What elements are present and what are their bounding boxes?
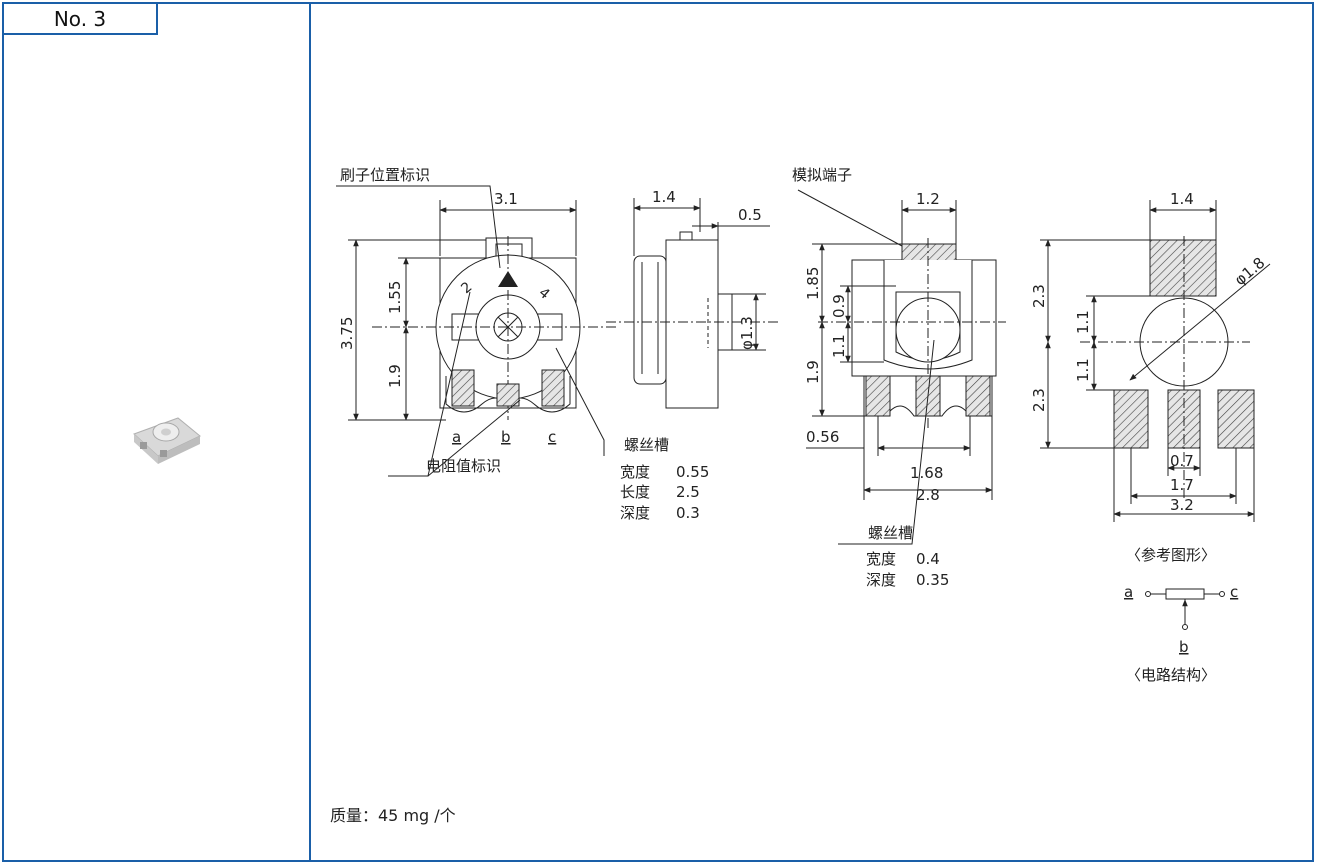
resistance-mark-label: 电阻值标识 — [426, 457, 501, 475]
front-view — [336, 185, 616, 477]
item-number: No. 3 — [4, 4, 158, 35]
screw-slot-1-length-value: 2.5 — [676, 483, 700, 501]
dim-pad-pitch: 1.7 — [1170, 476, 1194, 494]
dim-side-diameter: φ1.3 — [738, 316, 756, 350]
dim-bottom-width: 2.8 — [916, 486, 940, 504]
column-divider — [309, 2, 311, 862]
dim-pad-total: 3.2 — [1170, 496, 1194, 514]
screw-slot-1-width-label: 宽度 — [620, 463, 650, 481]
circuit-structure-caption: 〈电路结构〉 — [1126, 666, 1216, 684]
bottom-view — [797, 189, 1006, 545]
screw-slot-1-width-value: 0.55 — [676, 463, 709, 481]
circuit-a-label: a — [1124, 583, 1133, 601]
screw-slot-2-depth-label: 深度 — [866, 571, 896, 589]
dim-bottom-h4: 1.9 — [804, 360, 822, 384]
circuit-b-label: b — [1179, 638, 1189, 656]
dim-bottom-tab: 1.2 — [916, 190, 940, 208]
dim-pad-h-mid2: 1.1 — [1074, 358, 1092, 382]
dim-pad-h-lower: 2.3 — [1030, 388, 1048, 412]
screw-slot-2-depth-value: 0.35 — [916, 571, 949, 589]
screw-slot-1-title: 螺丝槽 — [624, 436, 669, 454]
reference-pattern-caption: 〈参考图形〉 — [1126, 546, 1216, 564]
screw-slot-2-width-value: 0.4 — [916, 550, 940, 568]
pin-b-label: b — [501, 428, 511, 446]
dim-front-width: 3.1 — [494, 190, 518, 208]
dim-pad-h-upper: 2.3 — [1030, 284, 1048, 308]
dim-pad-h-mid1: 1.1 — [1074, 310, 1092, 334]
dim-side-protrusion: 0.5 — [738, 206, 762, 224]
dim-bottom-left: 0.56 — [806, 428, 839, 446]
analog-terminal-label: 模拟端子 — [792, 166, 852, 184]
screw-slot-1-depth-label: 深度 — [620, 504, 650, 522]
screw-slot-2-width-label: 宽度 — [866, 550, 896, 568]
product-photo — [133, 417, 201, 464]
pin-c-label: c — [548, 428, 556, 446]
pin-a-label: a — [452, 428, 461, 446]
dim-bottom-h1: 1.85 — [804, 267, 822, 300]
side-view — [606, 198, 780, 409]
dim-bottom-pitch: 1.68 — [910, 464, 943, 482]
screw-slot-1-length-label: 长度 — [620, 483, 650, 501]
dim-front-lower: 1.9 — [386, 364, 404, 388]
circuit-c-label: c — [1230, 583, 1238, 601]
dim-pad-diameter: φ1.8 — [1231, 254, 1268, 289]
dim-pad-top-width: 1.4 — [1170, 190, 1194, 208]
land-pattern — [1040, 200, 1271, 522]
dim-front-height: 3.75 — [338, 317, 356, 350]
screw-slot-1-depth-value: 0.3 — [676, 504, 700, 522]
dim-bottom-h2: 0.9 — [830, 294, 848, 318]
dim-pad-small: 0.7 — [1170, 452, 1194, 470]
wiper-mark-label: 刷子位置标识 — [340, 166, 430, 184]
dim-front-upper: 1.55 — [386, 281, 404, 314]
dim-bottom-h3: 1.1 — [830, 334, 848, 358]
circuit-symbol — [1145, 588, 1225, 630]
weight-note: 质量：45 mg /个 — [330, 806, 456, 825]
screw-slot-2-title: 螺丝槽 — [868, 524, 913, 542]
dim-side-width: 1.4 — [652, 188, 676, 206]
